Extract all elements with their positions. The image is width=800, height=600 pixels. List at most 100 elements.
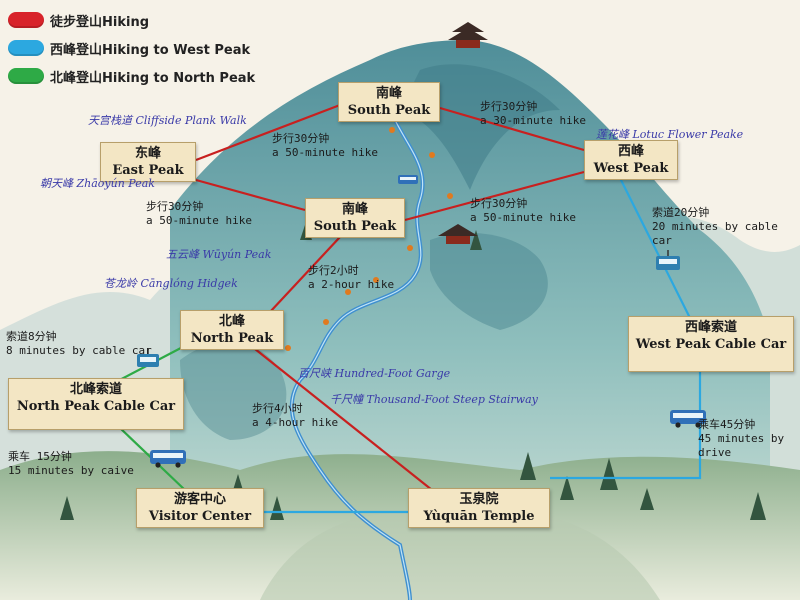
legend-swatch-red [8, 12, 44, 28]
route-blue-cable-drive [550, 370, 702, 480]
route-label-drive-45: 乘车45分钟 45 minutes by drive [698, 418, 794, 460]
legend-item-north: 北峰登山Hiking to North Peak [8, 62, 255, 90]
route-label-cn: 步行30分钟 [480, 100, 538, 113]
location-pins [285, 127, 453, 351]
place-zhaoyun-peak: 朝天峰 Zhāoyún Peak [40, 177, 155, 191]
route-label-cable-20: 索道20分钟 20 minutes by cable car [652, 206, 798, 248]
route-label-mid-right: 步行30分钟 a 50-minute hike [470, 197, 576, 225]
route-red-east-southmid [195, 178, 306, 212]
route-blue-west-cable [619, 177, 691, 319]
sign-en: Yùquān Temple [423, 509, 535, 524]
place-label: 百尺峡 Hundred-Foot Garge [298, 367, 451, 380]
route-label-cn: 乘车 15分钟 [8, 450, 72, 463]
sign-cn: 西峰索道 [684, 320, 737, 335]
sign-north-peak-cable-car[interactable]: 北峰索道 North Peak Cable Car [8, 378, 184, 430]
route-label-en: 8 minutes by cable car [6, 344, 152, 357]
sign-south-peak-top[interactable]: 南峰 South Peak [338, 82, 440, 122]
sign-south-peak-mid[interactable]: 南峰 South Peak [305, 198, 405, 238]
place-lotus-flower-peak: 莲花峰 Lotuc Flower Peake [596, 128, 743, 142]
sign-north-peak[interactable]: 北峰 North Peak [180, 310, 284, 350]
route-label-en: a 50-minute hike [146, 214, 252, 227]
place-thousand-foot-stairway: 千尺幢 Thousand-Foot Steep Stairway [330, 393, 538, 407]
sign-en: North Peak [190, 331, 274, 346]
route-label-top-right: 步行30分钟 a 30-minute hike [480, 100, 586, 128]
sign-cn: 东峰 [134, 146, 161, 161]
sign-visitor-center[interactable]: 游客中心 Visitor Center [136, 488, 264, 528]
sign-en: West Peak Cable Car [635, 337, 787, 352]
sign-en: South Peak [313, 219, 397, 234]
route-label-cn: 索道8分钟 [6, 330, 57, 343]
sign-cn: 玉泉院 [459, 492, 499, 507]
place-label: 苍龙岭 Cānglóng Hidgek [104, 277, 238, 290]
route-label-drive-15: 乘车 15分钟 15 minutes by caive [8, 450, 134, 478]
legend-item-west: 西峰登山Hiking to West Peak [8, 34, 255, 62]
place-cliffside-plank-walk: 天宫栈道 Cliffside Plank Walk [88, 114, 247, 128]
route-label-top-left: 步行30分钟 a 50-minute hike [272, 132, 378, 160]
sign-en: West Peak [593, 161, 669, 176]
route-label-cn: 步行30分钟 [470, 197, 528, 210]
route-label-en: 20 minutes by cable car [652, 220, 778, 247]
route-label-en: a 50-minute hike [470, 211, 576, 224]
route-label-en: 15 minutes by caive [8, 464, 134, 477]
route-red-west-southmid [404, 170, 585, 222]
route-label-cn: 索道20分钟 [652, 206, 710, 219]
bus-icon-left [150, 450, 186, 468]
route-label-en: a 2-hour hike [308, 278, 395, 291]
legend-label: 西峰登山Hiking to West Peak [50, 42, 251, 58]
route-label-cn: 步行30分钟 [272, 132, 330, 145]
place-label: 莲花峰 Lotuc Flower Peake [596, 128, 744, 141]
place-label: 千尺幢 Thousand-Foot Steep Stairway [330, 393, 538, 406]
route-red-south-east [195, 103, 341, 162]
route-label-cable-8: 索道8分钟 8 minutes by cable car [6, 330, 152, 358]
north-cable-car-icon [137, 348, 159, 367]
sign-cn: 西峰 [617, 144, 644, 159]
route-red-north-yuquan [249, 344, 433, 491]
sign-yuquan-temple[interactable]: 玉泉院 Yùquān Temple [408, 488, 550, 528]
mid-pagoda [438, 224, 478, 244]
sign-cn: 南峰 [341, 202, 368, 217]
sign-east-peak[interactable]: 东峰 East Peak [100, 142, 196, 182]
mountain-right-face [430, 232, 548, 330]
bus-icon-mountain [398, 175, 418, 184]
route-label-en: a 50-minute hike [272, 146, 378, 159]
route-red-southmid-north [269, 236, 341, 313]
place-hundred-foot-gorge: 百尺峡 Hundred-Foot Garge [298, 367, 450, 381]
west-cable-car-icon [656, 250, 680, 270]
route-label-four-hour: 步行4小时 a 4-hour hike [252, 402, 338, 430]
route-label-en: a 30-minute hike [480, 114, 586, 127]
place-canglong-ridge: 苍龙岭 Cānglóng Hidgek [104, 277, 238, 291]
route-label-cn: 乘车45分钟 [698, 418, 756, 431]
sign-cn: 北峰 [218, 314, 245, 329]
foreground-hills-2 [260, 512, 660, 600]
place-label: 五云峰 Wūyún Peak [166, 248, 272, 261]
legend-swatch-blue [8, 40, 44, 56]
legend-label: 北峰登山Hiking to North Peak [50, 70, 256, 86]
mountain-left-face [180, 341, 287, 440]
route-label-two-hour: 步行2小时 a 2-hour hike [308, 264, 394, 292]
route-label-en: 45 minutes by drive [698, 432, 785, 459]
sign-en: North Peak Cable Car [16, 399, 176, 414]
route-label-mid-left: 步行30分钟 a 50-minute hike [146, 200, 252, 228]
sign-cn: 北峰索道 [69, 382, 122, 397]
bus-icon-right [670, 410, 706, 428]
sign-west-peak-cable-car[interactable]: 西峰索道 West Peak Cable Car [628, 316, 794, 372]
mountain-stream-highlight [291, 119, 424, 600]
legend-swatch-green [8, 68, 44, 84]
place-wuyun-peak: 五云峰 Wūyún Peak [166, 248, 271, 262]
summit-pagoda [448, 22, 488, 48]
sign-cn: 南峰 [375, 86, 402, 101]
route-label-cn: 步行2小时 [308, 264, 359, 277]
place-label: 朝天峰 Zhāoyún Peak [40, 177, 155, 190]
legend-label: 徒步登山Hiking [50, 14, 149, 30]
legend-item-hiking: 徒步登山Hiking [8, 6, 255, 34]
mountain-ridge-shade [400, 64, 560, 190]
route-red-south-west [439, 106, 585, 152]
sign-en: South Peak [347, 103, 431, 118]
sign-west-peak[interactable]: 西峰 West Peak [584, 140, 678, 180]
legend: 徒步登山Hiking 西峰登山Hiking to West Peak 北峰登山H… [8, 6, 255, 90]
sign-en: Visitor Center [148, 509, 252, 524]
sign-en: East Peak [112, 163, 184, 178]
route-label-en: a 4-hour hike [252, 416, 339, 429]
route-label-cn: 步行30分钟 [146, 200, 204, 213]
